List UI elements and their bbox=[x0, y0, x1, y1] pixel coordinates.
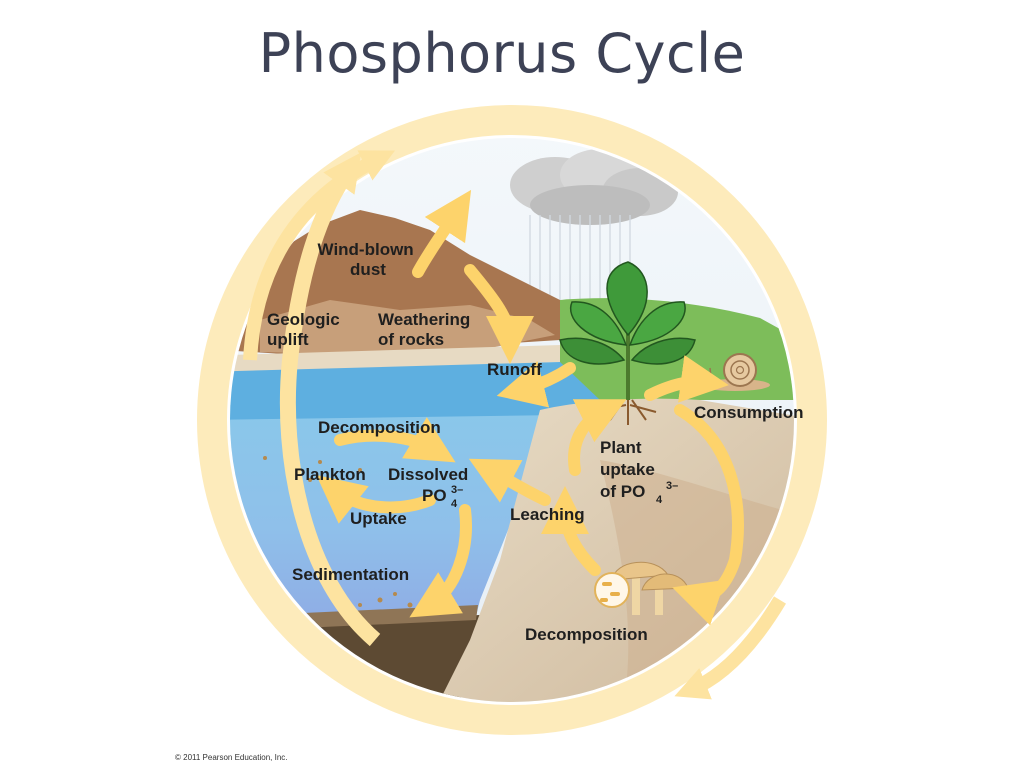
page-title: Phosphorus Cycle bbox=[258, 22, 746, 85]
label-sedimentation: Sedimentation bbox=[292, 565, 409, 584]
arrow-plant-uptake bbox=[568, 399, 627, 476]
label-dissolved: Dissolved bbox=[388, 465, 468, 484]
arrow-leaching bbox=[468, 458, 551, 506]
label-plant-po4: 4 3– bbox=[656, 480, 678, 506]
label-geologic-uplift: Geologic uplift bbox=[267, 310, 344, 349]
arrow-runoff bbox=[496, 360, 576, 408]
bacteria-icon bbox=[594, 572, 630, 608]
label-consumption: Consumption bbox=[694, 403, 804, 422]
arrow-soil-decomposition bbox=[541, 486, 601, 576]
label-uptake: Uptake bbox=[350, 509, 407, 528]
po4-water-sup: 3– bbox=[451, 484, 463, 496]
arrow-wind-blown-dust bbox=[412, 189, 472, 278]
arrow-consumption-down bbox=[672, 404, 744, 626]
label-plant-uptake: Plant uptake of PO bbox=[600, 438, 660, 501]
label-dissolved-po4: PO 4 3– bbox=[422, 484, 463, 510]
label-plankton: Plankton bbox=[294, 465, 366, 484]
arrow-uptake bbox=[316, 475, 436, 524]
outer-cycle-ring bbox=[197, 105, 827, 735]
po4-water-sub: 4 bbox=[451, 498, 458, 510]
copyright-notice: © 2011 Pearson Education, Inc. bbox=[175, 753, 288, 762]
po4-water-main: PO bbox=[422, 486, 447, 505]
arrow-sedimentation bbox=[409, 504, 472, 618]
arrow-weathering bbox=[464, 264, 534, 364]
label-runoff: Runoff bbox=[487, 360, 542, 379]
arrow-consumption bbox=[644, 355, 729, 403]
arrow-geologic-uplift bbox=[279, 152, 381, 647]
label-wind-blown-dust: Wind-blown dust bbox=[318, 240, 419, 279]
label-decomposition-soil: Decomposition bbox=[525, 625, 648, 644]
arrow-outer-bottom-right bbox=[674, 596, 787, 700]
label-leaching: Leaching bbox=[510, 505, 585, 524]
label-weathering: Weathering of rocks bbox=[378, 310, 475, 349]
arrow-decomposition-water bbox=[334, 417, 456, 463]
po4-plant-sup: 3– bbox=[666, 480, 678, 492]
label-decomposition-water: Decomposition bbox=[318, 418, 441, 437]
arrow-outer-left-top bbox=[243, 150, 396, 361]
po4-plant-sub: 4 bbox=[656, 494, 663, 506]
